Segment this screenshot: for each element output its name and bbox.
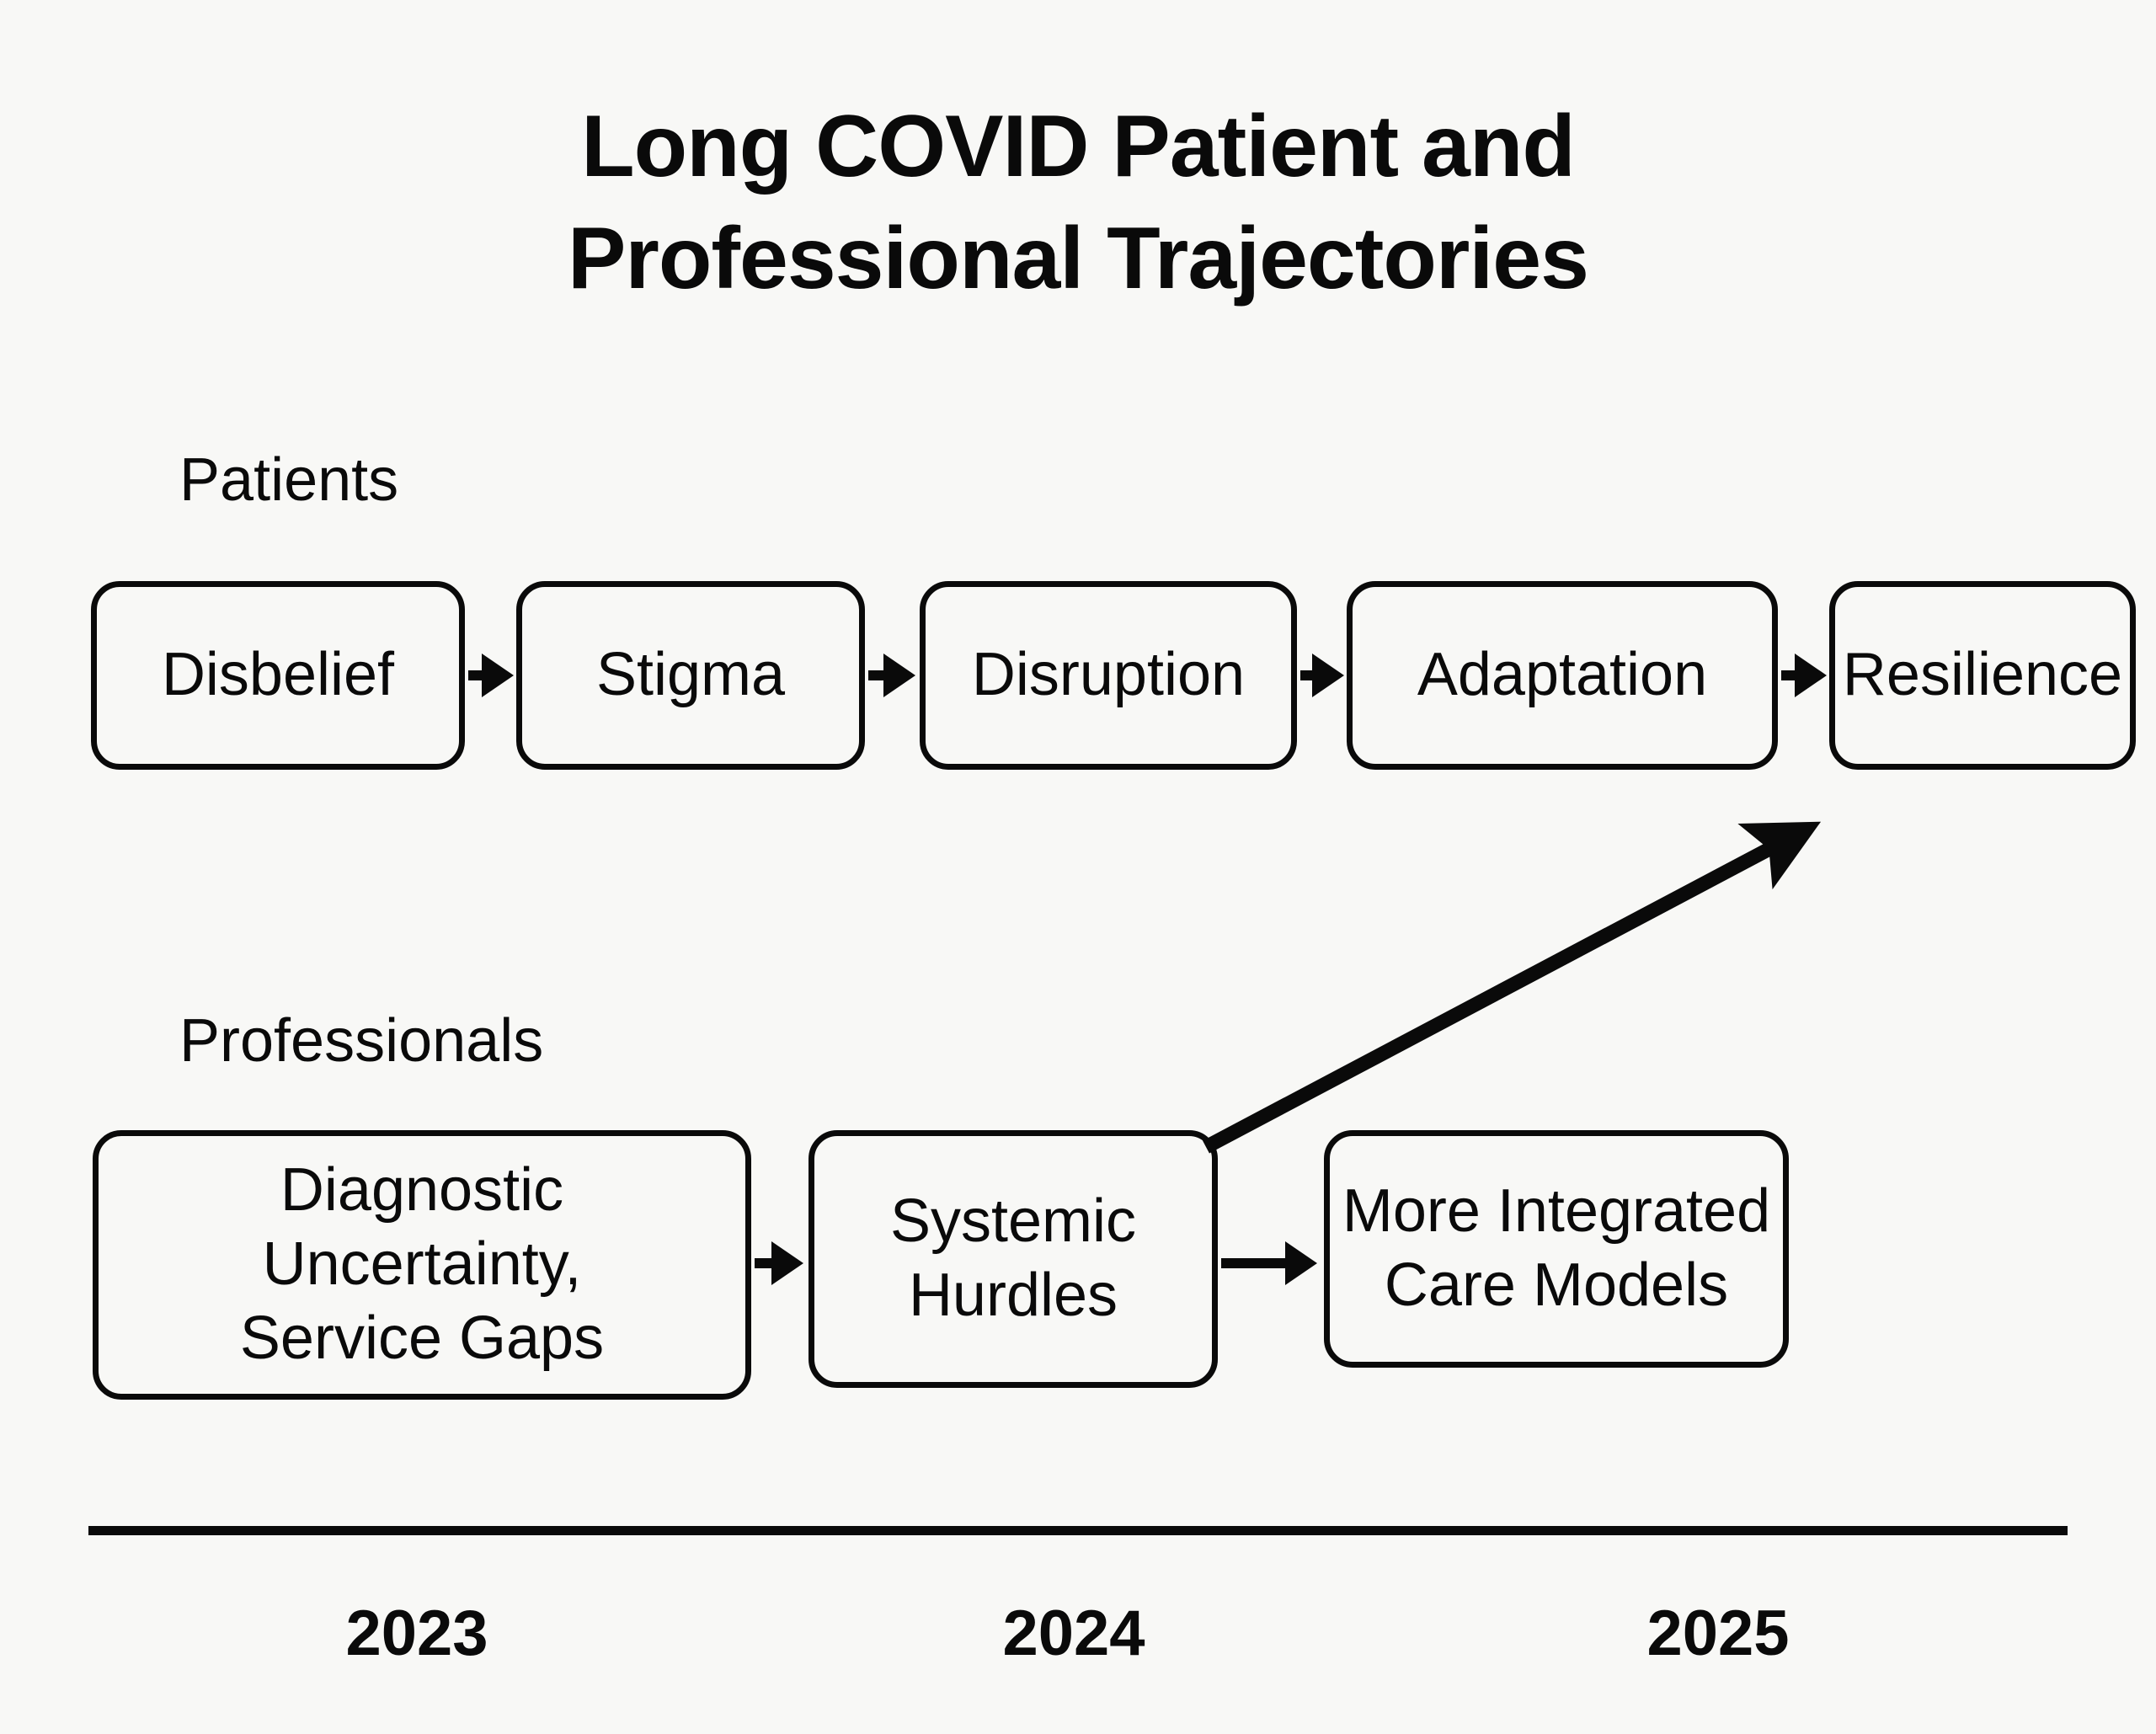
stage-label-disbelief: Disbelief	[161, 641, 395, 709]
stage-label-resilience: Resilience	[1842, 641, 2123, 709]
stage-label-diagnostic-uncertainty: Diagnostic Uncertainty, Service Gaps	[240, 1154, 604, 1375]
stage-label-line-3: Service Gaps	[239, 1304, 605, 1372]
stage-label-systemic-hurdles: Systemic Hurdles	[890, 1185, 1136, 1333]
lane-label-patients: Patients	[179, 446, 399, 514]
stage-box-resilience[interactable]: Resilience	[1829, 581, 2136, 770]
figure-title-line-1: Long COVID Patient and	[581, 98, 1576, 195]
stage-label-line-1: Diagnostic	[280, 1156, 564, 1224]
arrow-head	[1285, 1241, 1317, 1285]
arrow-head	[771, 1241, 803, 1285]
stage-box-systemic-hurdles[interactable]: Systemic Hurdles	[808, 1130, 1218, 1388]
stage-box-stigma[interactable]: Stigma	[516, 581, 865, 770]
arrow-head	[1312, 654, 1344, 697]
arrow-shaft	[755, 1258, 776, 1268]
timeline-year-2023: 2023	[345, 1598, 488, 1669]
arrow-head	[482, 654, 514, 697]
arrow-diagonal-shaft	[1203, 821, 1822, 1154]
stage-label-integrated-care-models: More Integrated Care Models	[1342, 1175, 1770, 1323]
stage-label-disruption: Disruption	[971, 641, 1246, 709]
stage-label-adaptation: Adaptation	[1417, 641, 1708, 709]
arrow-head	[1795, 654, 1827, 697]
stage-label-stigma: Stigma	[595, 641, 786, 709]
arrow-head	[883, 654, 915, 697]
stage-label-line-2: Hurdles	[908, 1262, 1118, 1329]
stage-box-integrated-care-models[interactable]: More Integrated Care Models	[1324, 1130, 1789, 1368]
stage-label-line-2: Uncertainty,	[262, 1230, 582, 1299]
stage-box-adaptation[interactable]: Adaptation	[1347, 581, 1778, 770]
stage-label-line-1: Systemic	[889, 1187, 1137, 1256]
timeline-axis	[88, 1526, 2068, 1535]
figure-title-line-2: Professional Trajectories	[568, 210, 1589, 308]
timeline-year-2024: 2024	[1002, 1598, 1145, 1669]
stage-box-diagnostic-uncertainty[interactable]: Diagnostic Uncertainty, Service Gaps	[93, 1130, 751, 1400]
stage-box-disruption[interactable]: Disruption	[920, 581, 1297, 770]
stage-box-disbelief[interactable]: Disbelief	[91, 581, 465, 770]
arrow-shaft	[1221, 1258, 1290, 1268]
stage-label-line-1: More Integrated	[1342, 1177, 1771, 1246]
figure-title: Long COVID Patient and Professional Traj…	[0, 91, 2156, 315]
timeline-year-2025: 2025	[1646, 1598, 1790, 1669]
stage-label-line-2: Care Models	[1384, 1251, 1729, 1319]
lane-label-professionals: Professionals	[179, 1007, 544, 1075]
